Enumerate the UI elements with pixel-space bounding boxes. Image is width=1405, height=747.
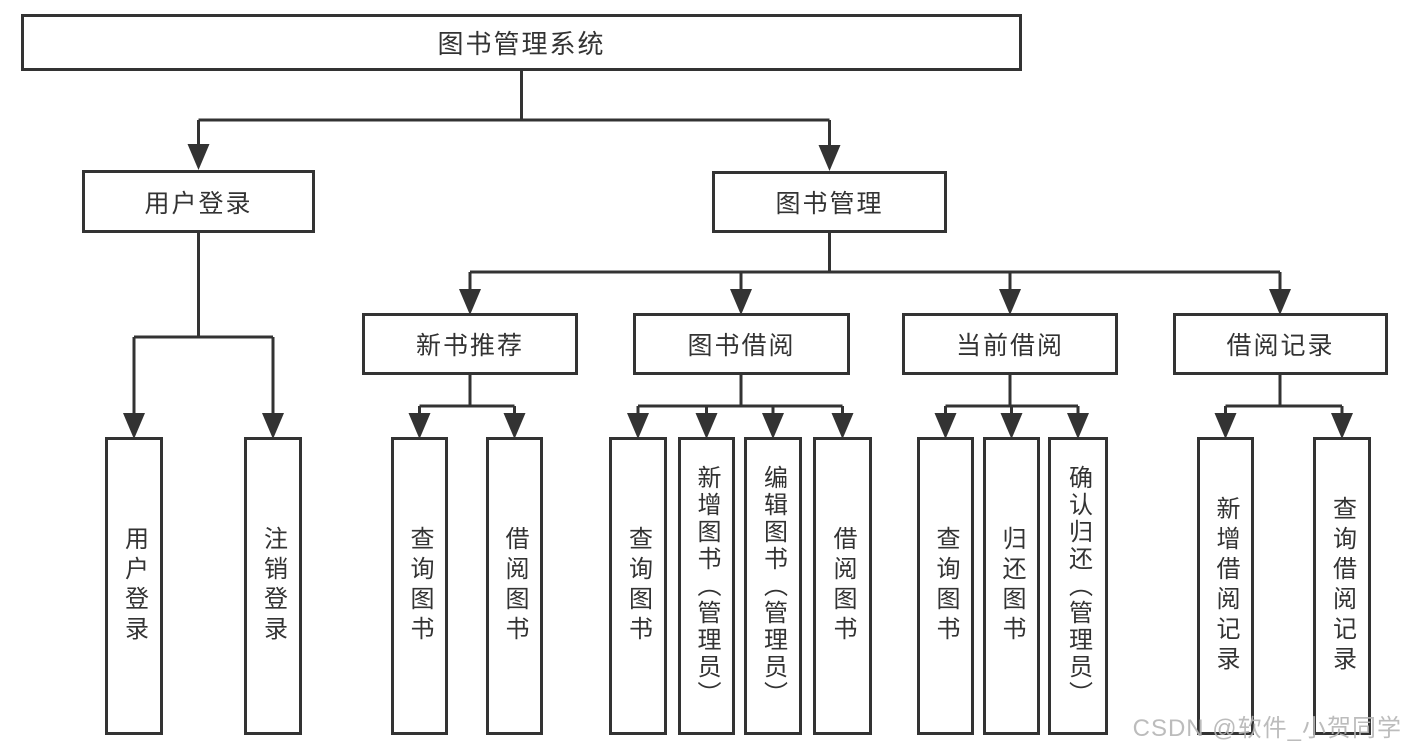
connector-root-level2 xyxy=(197,70,831,151)
arrowhead-borrow-edit xyxy=(762,413,784,439)
arrowhead-borrow-query xyxy=(627,413,649,439)
connector-current-leaves xyxy=(944,375,1080,419)
connector-recommend-leaves xyxy=(418,375,516,419)
arrowhead-borrow-borrow xyxy=(831,413,854,439)
arrowhead-leaf-logout xyxy=(262,413,284,439)
arrowhead-borrow-add xyxy=(695,413,718,439)
arrowhead-leaf-user-login xyxy=(123,413,145,439)
leaf-borrow-add-book: 新增图书（管理员） xyxy=(678,437,735,735)
connector-user-login-leaves xyxy=(132,233,275,419)
connector-book-management-level3 xyxy=(468,233,1282,295)
arrowhead-new-book-recommend xyxy=(459,289,481,315)
arrowhead-user-login xyxy=(187,144,210,170)
arrowhead-record-query xyxy=(1331,413,1353,439)
arrowhead-current-query xyxy=(934,413,957,439)
arrowhead-borrow-record xyxy=(1269,289,1291,315)
connector-record-leaves xyxy=(1224,375,1344,419)
leaf-current-return-book: 归还图书 xyxy=(983,437,1040,735)
node-user-login: 用户登录 xyxy=(82,170,315,233)
arrowhead-current-return xyxy=(1000,413,1023,439)
leaf-borrow-edit-book: 编辑图书（管理员） xyxy=(744,437,802,735)
leaf-record-add: 新增借阅记录 xyxy=(1197,437,1254,735)
node-new-book-recommend: 新书推荐 xyxy=(362,313,578,375)
leaf-user-login: 用户登录 xyxy=(105,437,163,735)
leaf-borrow-query-book: 查询图书 xyxy=(609,437,667,735)
arrowhead-book-borrow xyxy=(730,289,752,315)
arrowhead-current-confirm xyxy=(1067,413,1089,439)
node-borrow-record: 借阅记录 xyxy=(1173,313,1388,375)
leaf-recommend-query-book: 查询图书 xyxy=(391,437,448,735)
arrowhead-current-borrow xyxy=(999,289,1021,315)
leaf-recommend-borrow-book: 借阅图书 xyxy=(486,437,543,735)
connector-borrow-leaves xyxy=(636,375,844,419)
arrowhead-recommend-query xyxy=(408,413,431,439)
leaf-current-confirm-return: 确认归还（管理员） xyxy=(1048,437,1108,735)
leaf-borrow-borrow-book: 借阅图书 xyxy=(813,437,872,735)
csdn-watermark: CSDN @软件_小贺同学 xyxy=(1132,715,1402,742)
node-book-management: 图书管理 xyxy=(712,171,947,233)
arrowhead-record-add xyxy=(1214,413,1237,439)
arrowhead-book-management xyxy=(818,145,841,171)
leaf-logout: 注销登录 xyxy=(244,437,302,735)
leaf-current-query-book: 查询图书 xyxy=(917,437,974,735)
leaf-record-query: 查询借阅记录 xyxy=(1313,437,1371,735)
node-root-library-system: 图书管理系统 xyxy=(21,14,1022,71)
node-book-borrow: 图书借阅 xyxy=(633,313,850,375)
arrowhead-recommend-borrow xyxy=(503,413,526,439)
node-current-borrow: 当前借阅 xyxy=(902,313,1118,375)
